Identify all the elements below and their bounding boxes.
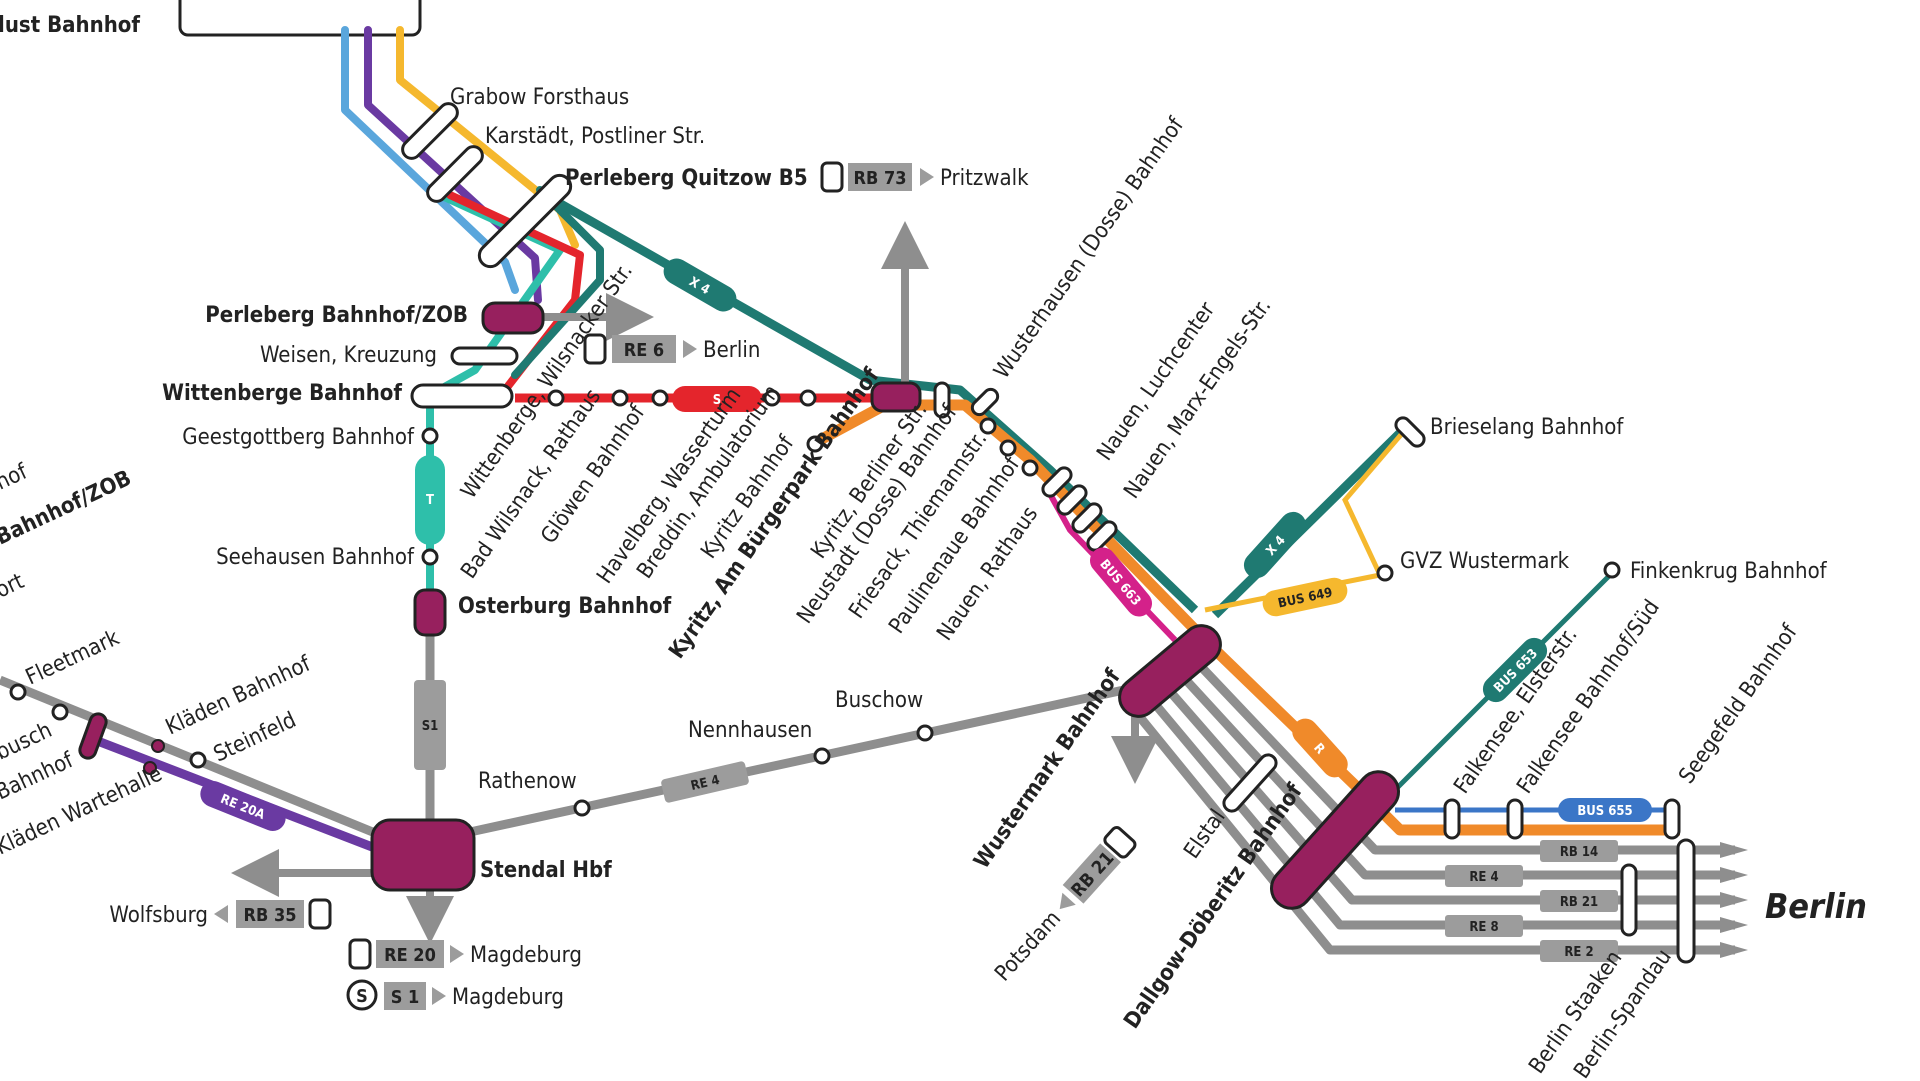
pill-re4-b: RE 4: [1469, 870, 1498, 885]
label-ludwigslust: Ludwigslust Bahnhof: [0, 13, 140, 38]
line-blue: [341, 26, 519, 294]
connection-badges: RB 73 Pritzwalk RE 6 Berlin Wolfsburg RB…: [109, 161, 1137, 1011]
badge-re20: RE 20: [384, 945, 436, 966]
station-nauen-c: [1071, 502, 1103, 534]
station-perleberg-quitzow: [477, 173, 573, 269]
station-karstaedt: [426, 145, 484, 203]
svg-text:Weisen, Kreuzung: Weisen, Kreuzung: [260, 343, 437, 368]
svg-text:Berlin: Berlin: [1765, 887, 1867, 927]
station-weisen: [450, 346, 519, 366]
svg-text:Perleberg Bahnhof/ZOB: Perleberg Bahnhof/ZOB: [205, 303, 468, 328]
svg-text:Grabow Forsthaus: Grabow Forsthaus: [450, 85, 629, 110]
dest-rb35: Wolfsburg: [109, 903, 208, 928]
svg-text:Wustermark Bahnhof: Wustermark Bahnhof: [969, 665, 1126, 874]
station-bars: [401, 102, 1696, 964]
station-stendal: [370, 818, 476, 892]
station-left-interchange: [78, 712, 108, 760]
station-nauen-a: [1041, 466, 1073, 498]
svg-text:Karstädt, Postliner Str.: Karstädt, Postliner Str.: [485, 124, 705, 149]
station-falkensee-elster: [1443, 798, 1461, 840]
badge-s1: S 1: [391, 987, 420, 1008]
pill-rb14: RB 14: [1560, 845, 1598, 860]
station-dots: [9, 389, 1621, 817]
line-pills: X 4 S T S1 RE 4 RE 20A BUS 663 BUS 649 X…: [200, 258, 1652, 962]
svg-text:Nennhausen: Nennhausen: [688, 718, 812, 743]
svg-text:Wittenberge Bahnhof: Wittenberge Bahnhof: [162, 381, 402, 406]
station-nauen-b: [1056, 484, 1088, 516]
ludwigslust-box: [178, 0, 422, 37]
station-brieselang: [1394, 416, 1426, 448]
station-labels: Grabow Forsthaus Karstädt, Postliner Str…: [0, 85, 1867, 1081]
station-wittenberge: [410, 383, 514, 409]
dest-s1: Magdeburg: [452, 985, 564, 1010]
station-interchanges: [78, 301, 1400, 910]
station-wustermark: [1118, 624, 1222, 718]
svg-text:GVZ Wustermark: GVZ Wustermark: [1400, 549, 1570, 574]
svg-text:Stendal Hbf: Stendal Hbf: [480, 858, 612, 883]
station-grabow: [401, 102, 459, 160]
dest-rb73: Pritzwalk: [940, 166, 1029, 191]
station-falkensee-sued: [1506, 798, 1524, 840]
line-teal-dark: [511, 186, 604, 379]
station-nauen-d: [1086, 520, 1118, 552]
station-staaken: [1620, 863, 1638, 937]
station-elstal: [1222, 753, 1278, 813]
svg-text:Brieselang Bahnhof: Brieselang Bahnhof: [1430, 415, 1624, 440]
berlin-arrowheads: [1720, 842, 1748, 958]
svg-text:Fleetmark: Fleetmark: [22, 625, 124, 690]
line-yellow: [396, 26, 579, 249]
svg-text:S: S: [356, 986, 368, 1007]
svg-text:hof: hof: [0, 459, 32, 495]
dest-re6: Berlin: [703, 338, 760, 363]
station-kyritz-bp: [870, 381, 922, 413]
dest-rb21: Potsdam: [990, 906, 1066, 986]
pill-re4-gray: RE 4: [689, 773, 721, 794]
pill-s-red: S: [713, 393, 721, 408]
dest-re20: Magdeburg: [470, 943, 582, 968]
svg-text:Perleberg Quitzow B5: Perleberg Quitzow B5: [565, 166, 808, 191]
small-dots: [143, 739, 165, 775]
svg-text:Buschow: Buschow: [835, 688, 923, 713]
svg-text:Seehausen Bahnhof: Seehausen Bahnhof: [216, 545, 415, 570]
station-osterburg: [413, 588, 447, 637]
station-seegefeld: [1663, 798, 1681, 840]
station-wus2: [970, 387, 1000, 417]
station-dallgow: [1270, 770, 1400, 910]
pill-t-teal: T: [426, 493, 434, 508]
pill-s1-gray: S1: [422, 719, 439, 734]
badge-rb35: RB 35: [244, 905, 297, 926]
svg-text:Seegefeld Bahnhof: Seegefeld Bahnhof: [1674, 620, 1803, 789]
svg-text:Rathenow: Rathenow: [478, 769, 577, 794]
station-perleberg-zob: [481, 301, 545, 335]
station-spandau: [1676, 838, 1696, 964]
svg-text:Wusterhausen (Dosse) Bahnhof: Wusterhausen (Dosse) Bahnhof: [989, 113, 1189, 384]
badge-re6: RE 6: [624, 340, 664, 361]
pill-re2: RE 2: [1564, 945, 1593, 960]
line-x4-brieselang: [1211, 424, 1409, 619]
svg-text:Geestgottberg Bahnhof: Geestgottberg Bahnhof: [182, 425, 415, 450]
svg-text:Finkenkrug Bahnhof: Finkenkrug Bahnhof: [1630, 559, 1828, 584]
pill-re8: RE 8: [1469, 920, 1498, 935]
pill-bus655: BUS 655: [1577, 804, 1632, 819]
svg-text:Osterburg Bahnhof: Osterburg Bahnhof: [458, 594, 672, 619]
svg-text:ort: ort: [0, 569, 28, 604]
station-wusterhausen-bar: [933, 381, 951, 419]
badge-rb73: RB 73: [854, 168, 907, 189]
pill-rb21-b: RB 21: [1560, 895, 1598, 910]
